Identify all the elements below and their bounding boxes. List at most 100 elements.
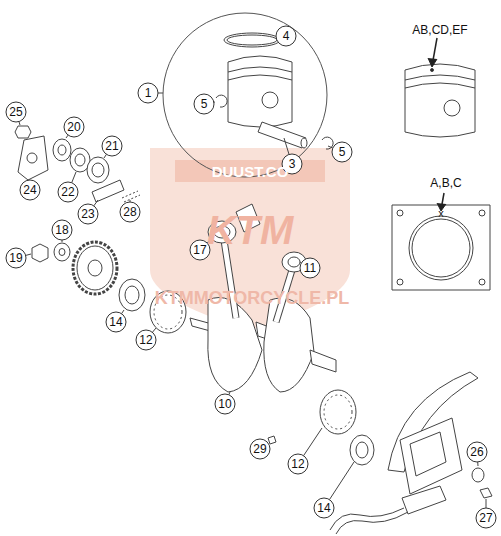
- cylinder-gasket-shape: [409, 216, 473, 280]
- leader-line: [477, 462, 478, 466]
- stator: [330, 372, 492, 534]
- leader-line: [158, 93, 163, 94]
- piston-mark-shape: [405, 64, 475, 137]
- callout-number: 17: [193, 244, 206, 256]
- callout-number: 21: [105, 140, 118, 152]
- crankshaft-shape: [288, 257, 300, 267]
- callout-circle: [52, 220, 72, 240]
- callout-circle: [106, 312, 126, 332]
- callout-number: 12: [291, 458, 304, 470]
- gear-parts-shape: [54, 243, 70, 261]
- piston-shape: [228, 56, 292, 127]
- callout-circle: [215, 394, 235, 414]
- right-side-parts-shape: [350, 435, 374, 465]
- callout-number: 24: [23, 184, 36, 196]
- piston-mark-shape: [444, 100, 460, 116]
- piston-shape: [322, 137, 333, 149]
- callout-number: 11: [304, 262, 316, 274]
- cylinder-gasket-shape: [392, 205, 490, 290]
- gear-parts-shape: [125, 286, 139, 304]
- callout-circle: [194, 94, 214, 114]
- cylinder-gasket-shape: [479, 210, 485, 216]
- crankshaft-shape: [310, 350, 336, 372]
- callout-number: 5: [339, 146, 346, 158]
- balancer-parts: [15, 126, 140, 202]
- callout-number: 25: [9, 106, 22, 118]
- crankshaft-shape: [264, 298, 314, 392]
- callout-number: 1: [145, 87, 152, 99]
- callout-number: 3: [289, 158, 296, 170]
- leader-line: [66, 135, 68, 138]
- balancer-parts-shape: [124, 195, 140, 202]
- right-side-parts-shape: [356, 442, 368, 458]
- cylinder-gasket-shape: [397, 210, 403, 216]
- gear-parts-shape: [32, 244, 48, 262]
- leader-line: [19, 122, 20, 125]
- callout-number: 27: [479, 512, 492, 524]
- callout-circle: [300, 258, 320, 278]
- callout-circle: [6, 248, 26, 268]
- callout-number: 19: [9, 252, 22, 264]
- callout-circle: [58, 182, 78, 202]
- stator-shape: [402, 486, 446, 514]
- gear-parts: [32, 242, 186, 333]
- balancer-parts-shape: [75, 154, 85, 166]
- right-side-parts-shape: [320, 390, 356, 434]
- callout-circle: [136, 330, 156, 350]
- callout-number: 5: [201, 98, 208, 110]
- gear-parts-shape: [73, 242, 117, 294]
- leader-line: [152, 328, 156, 332]
- piston-mark-shape: [431, 69, 434, 72]
- callout-circle: [138, 83, 158, 103]
- balancer-parts-shape: [18, 136, 48, 180]
- callout-circle: [120, 202, 140, 222]
- piston-shape: [258, 122, 306, 148]
- watermark-shield: [150, 148, 350, 330]
- piston-mark-shape: [428, 58, 437, 67]
- callout-circle: [64, 117, 84, 137]
- callout-number: 29: [253, 443, 266, 455]
- gear-parts-shape: [77, 246, 113, 290]
- gear-parts-shape: [119, 279, 145, 311]
- stator-shape: [336, 512, 408, 534]
- stator-shape: [400, 418, 462, 494]
- watermark-shield-shape: [150, 148, 350, 330]
- callout-number: 22: [61, 186, 74, 198]
- stator-shape: [480, 488, 492, 498]
- callout-circle: [288, 454, 308, 474]
- piston: [216, 33, 333, 149]
- piston-shape: [228, 75, 292, 80]
- balancer-parts-shape: [27, 153, 37, 163]
- callout-circle: [78, 204, 98, 224]
- callout-circle: [276, 26, 296, 46]
- callout-circle: [476, 508, 496, 528]
- position-code: AB,CD,EF: [412, 24, 467, 36]
- stator-shape: [410, 432, 446, 476]
- watermark-text: DUUST.CO: [212, 164, 289, 179]
- callouts: [6, 26, 496, 528]
- leader-line: [328, 146, 333, 148]
- gear-parts-shape: [59, 249, 65, 256]
- gear-parts-shape: [88, 260, 102, 276]
- piston-mark-shape: [405, 75, 475, 80]
- watermark-text: KTMMOTORCYCLE.PL: [155, 289, 350, 307]
- piston-group-circle: [163, 13, 327, 177]
- position-mark: x: [438, 208, 444, 219]
- piston-shape: [301, 138, 307, 148]
- callout-circle: [20, 180, 40, 200]
- piston-shape: [224, 33, 280, 47]
- position-code: A,B,C: [430, 177, 461, 189]
- callout-number: 26: [470, 446, 483, 458]
- balancer-parts-shape: [58, 145, 66, 155]
- leader-line: [104, 154, 106, 158]
- callout-circle: [102, 136, 122, 156]
- balancer-parts-shape: [92, 163, 104, 177]
- piston-shape: [262, 92, 278, 108]
- callout-circle: [250, 439, 270, 459]
- cylinder-gasket: [392, 193, 490, 290]
- leader-line: [72, 172, 76, 183]
- leader-line: [329, 462, 354, 500]
- piston-shape: [228, 67, 292, 72]
